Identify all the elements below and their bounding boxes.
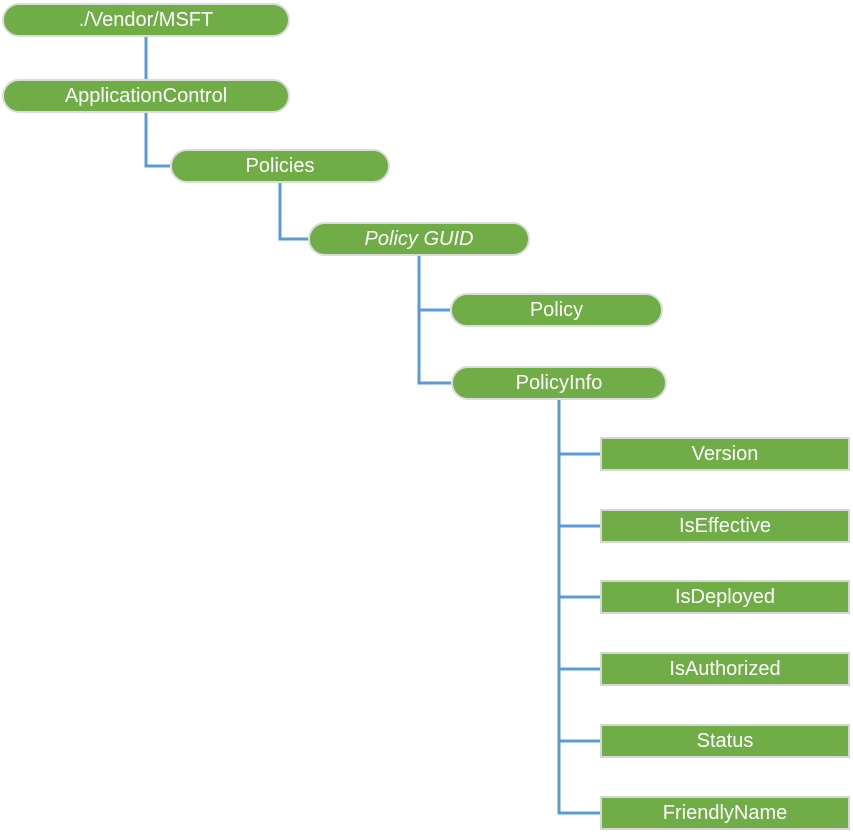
node-friendly-name: FriendlyName bbox=[600, 796, 850, 830]
node-label-policy: Policy bbox=[529, 299, 584, 321]
connector-policy-info-to-status bbox=[557, 400, 600, 743]
node-label-friendly-name: FriendlyName bbox=[662, 802, 788, 824]
node-status: Status bbox=[600, 724, 850, 758]
connector-policy-guid-to-policy-info bbox=[417, 256, 451, 385]
connector-policy-info-to-is-authorized bbox=[557, 400, 600, 671]
connector-application-control-to-policies bbox=[144, 113, 170, 168]
node-label-status: Status bbox=[696, 730, 754, 752]
node-label-vendor-msft: ./Vendor/MSFT bbox=[78, 9, 214, 31]
connector-policies-to-policy-guid bbox=[278, 183, 308, 241]
connector-policy-info-to-friendly-name bbox=[557, 400, 600, 815]
node-policy-guid: Policy GUID bbox=[308, 222, 530, 256]
node-policy-info: PolicyInfo bbox=[451, 366, 667, 400]
node-label-policy-info: PolicyInfo bbox=[515, 372, 603, 394]
node-is-authorized: IsAuthorized bbox=[600, 652, 850, 686]
connector-policy-info-to-is-effective bbox=[557, 400, 600, 528]
node-version: Version bbox=[600, 437, 850, 471]
node-label-application-control: ApplicationControl bbox=[64, 85, 228, 107]
node-is-effective: IsEffective bbox=[600, 509, 850, 543]
node-label-version: Version bbox=[691, 443, 759, 465]
node-label-is-deployed: IsDeployed bbox=[674, 586, 776, 608]
node-label-is-authorized: IsAuthorized bbox=[669, 658, 781, 680]
node-label-is-effective: IsEffective bbox=[679, 515, 771, 537]
node-label-policies: Policies bbox=[245, 155, 315, 177]
connector-policy-guid-to-policy bbox=[417, 256, 450, 312]
node-policies: Policies bbox=[170, 149, 390, 183]
node-vendor-msft: ./Vendor/MSFT bbox=[2, 3, 290, 37]
connector-policy-info-to-version bbox=[557, 400, 600, 456]
node-is-deployed: IsDeployed bbox=[600, 580, 850, 614]
node-policy: Policy bbox=[450, 293, 663, 327]
node-application-control: ApplicationControl bbox=[2, 79, 290, 113]
node-label-policy-guid: Policy GUID bbox=[364, 228, 474, 250]
connector-policy-info-to-is-deployed bbox=[557, 400, 600, 599]
